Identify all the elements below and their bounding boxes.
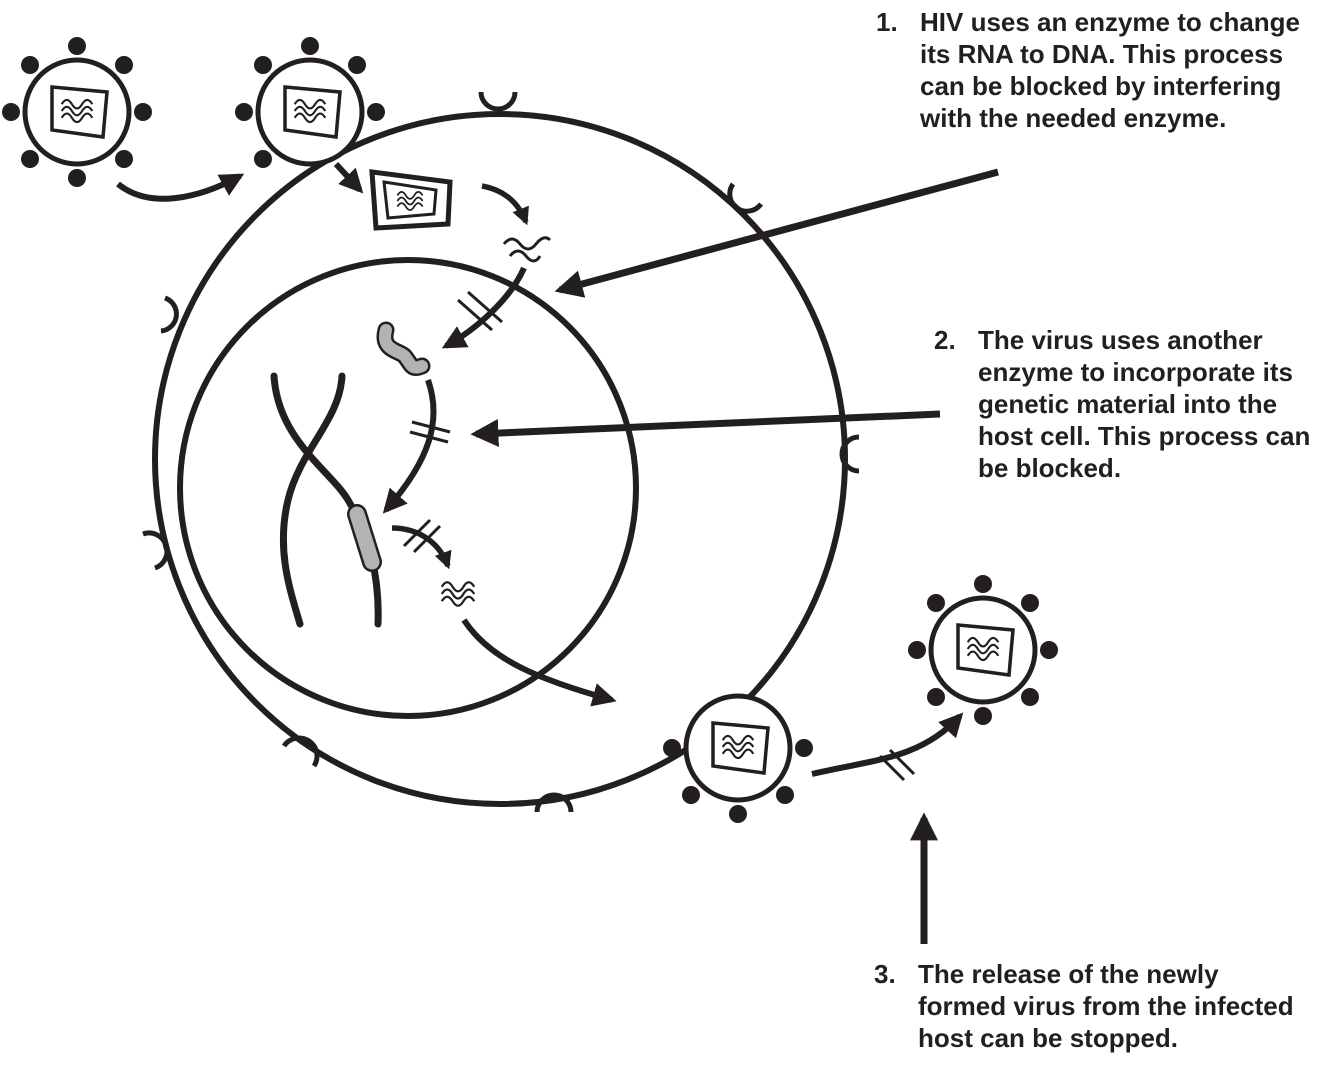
virus-particle-icon (2, 37, 152, 187)
step-3-number: 3. (874, 959, 896, 989)
block-mark-icon (457, 290, 503, 332)
step-1-text-line: its RNA to DNA. This process (920, 39, 1284, 69)
virus-particle-icon (235, 37, 385, 168)
step-3-text-line: formed virus from the infected (918, 991, 1294, 1021)
cell-nucleus (177, 257, 639, 719)
rna-strand-icon (508, 249, 542, 263)
viral-capsid-icon (369, 169, 453, 231)
block-mark-icon (409, 420, 451, 444)
block-mark-icon (402, 518, 442, 554)
callout-arrow-step-2 (470, 410, 941, 448)
integration-arrow (382, 379, 437, 514)
viral-dna-icon (379, 324, 428, 374)
step-2-text-line: be blocked. (978, 453, 1122, 483)
cell-receptor-icon (142, 91, 860, 813)
step-2-text-line: host cell. This process can (978, 421, 1311, 451)
dna-double-helix-icon (270, 372, 382, 628)
entry-arrow (116, 173, 245, 202)
step-1-number: 1. (876, 7, 898, 37)
rna-strand-icon (502, 236, 552, 251)
step-3-label: 3. The release of the newly formed virus… (874, 958, 1294, 1054)
step-1-text-line: with the needed enzyme. (920, 103, 1227, 133)
callout-arrow-step-1 (554, 168, 999, 298)
block-mark-icon (878, 748, 916, 782)
release-arrow (811, 712, 964, 777)
uncoating-arrow (333, 161, 364, 194)
release-rna-arrow (481, 183, 529, 226)
step-1-text-line: can be blocked by interfering (920, 71, 1282, 101)
assembly-arrow (461, 618, 617, 707)
step-2-text-line: enzyme to incorporate its (978, 357, 1293, 387)
step-3-text-line: host can be stopped. (918, 1023, 1179, 1053)
rna-strand-icon (440, 581, 476, 607)
step-3-text-line: The release of the newly (918, 959, 1219, 989)
step-2-text-line: The virus uses another (978, 325, 1263, 355)
integrated-viral-dna-icon (349, 506, 380, 570)
step-2-text-line: genetic material into the (978, 389, 1278, 419)
virus-particle-icon (908, 575, 1058, 725)
step-1-text-line: HIV uses an enzyme to change (920, 7, 1301, 37)
step-2-number: 2. (934, 325, 956, 355)
step-2-label: 2. The virus uses another enzyme to inco… (934, 324, 1310, 484)
step-1-label: 1. HIV uses an enzyme to change its RNA … (876, 6, 1300, 134)
virus-particle-icon (663, 693, 813, 823)
